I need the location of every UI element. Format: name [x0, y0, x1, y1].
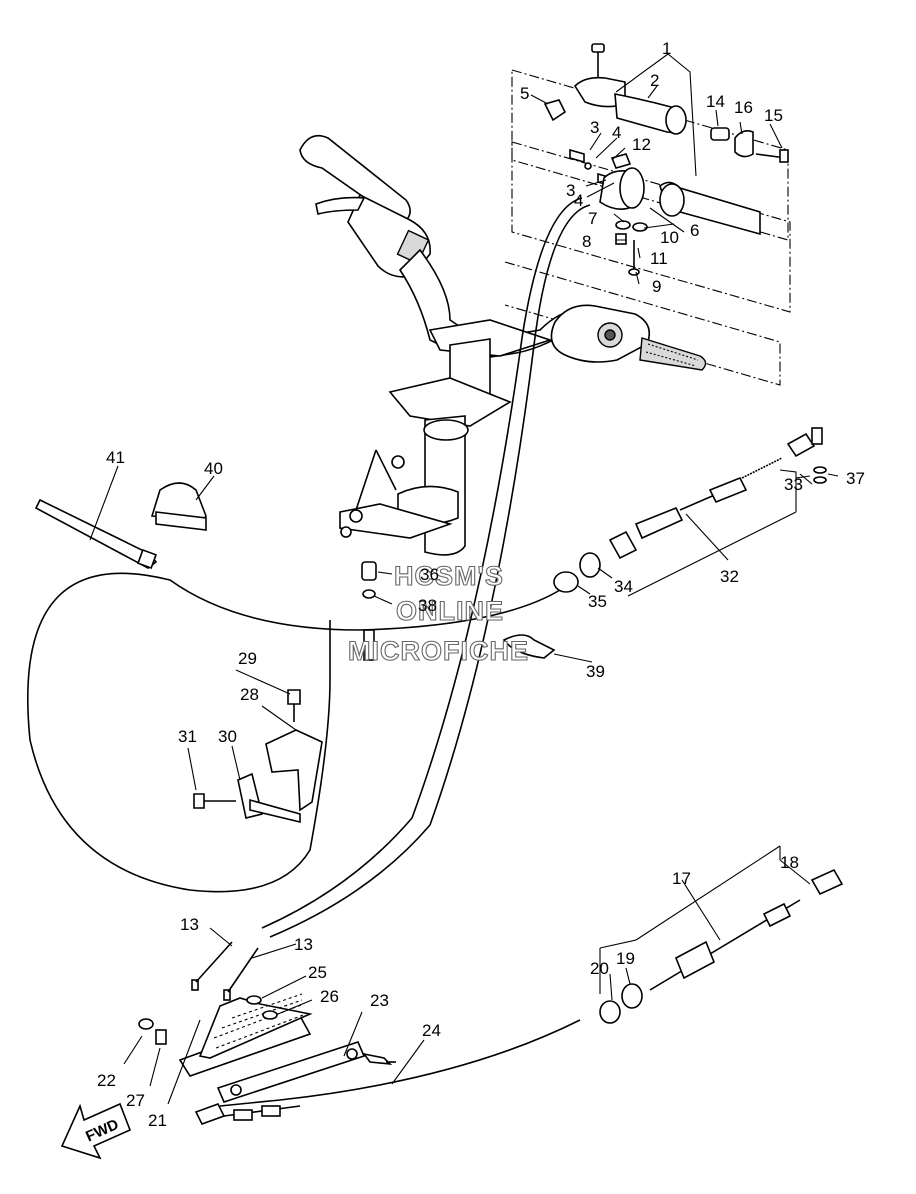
callout-21: 21 — [148, 1111, 167, 1130]
callout-18: 18 — [780, 853, 799, 872]
callout-23: 23 — [370, 991, 389, 1010]
watermark: HCSM'S ONLINE MICROFICHE — [347, 560, 529, 666]
callout-20: 20 — [590, 959, 609, 978]
callout-13-right: 13 — [294, 935, 313, 954]
callout-3-lower: 3 — [566, 181, 575, 200]
callout-11: 11 — [650, 249, 668, 268]
watermark-line-2: ONLINE — [396, 596, 504, 626]
watermark-line-3: MICROFICHE — [348, 636, 529, 666]
callout-28: 28 — [240, 685, 259, 704]
callout-4-lower: 4 — [574, 191, 583, 210]
handlebar-assembly — [339, 248, 622, 556]
callout-33: 33 — [784, 475, 803, 494]
watermark-line-1: HCSM'S — [394, 561, 504, 591]
callout-9: 9 — [652, 277, 661, 296]
bracket-parts — [193, 689, 323, 824]
callout-5: 5 — [520, 84, 529, 103]
callout-15: 15 — [764, 106, 783, 125]
callout-39: 39 — [586, 662, 605, 681]
callout-1: 1 — [662, 39, 671, 58]
callout-13-left: 13 — [180, 915, 199, 934]
callout-32: 32 — [720, 567, 739, 586]
fwd-arrow: FWD — [60, 1102, 132, 1160]
callout-36: 36 — [420, 565, 439, 584]
shift-cable-parts — [599, 868, 844, 1024]
callout-30: 30 — [218, 727, 237, 746]
callout-14: 14 — [706, 92, 725, 111]
callout-7: 7 — [588, 209, 597, 228]
callout-40: 40 — [204, 459, 223, 478]
callout-12: 12 — [632, 135, 651, 154]
callout-16: 16 — [734, 98, 753, 117]
callout-19: 19 — [616, 949, 635, 968]
cable-end-parts — [361, 561, 377, 661]
callout-35: 35 — [588, 592, 607, 611]
callout-2: 2 — [650, 71, 659, 90]
callout-3-upper: 3 — [590, 118, 599, 137]
clamp-and-tie — [34, 482, 207, 569]
leader-lines — [89, 53, 839, 1105]
cable-routing — [26, 197, 591, 1107]
callout-38: 38 — [418, 596, 437, 615]
callout-37: 37 — [846, 469, 865, 488]
callout-8: 8 — [582, 232, 591, 251]
callout-31: 31 — [178, 727, 197, 746]
callout-34: 34 — [614, 577, 633, 596]
callout-labels: 1 2 3 4 3 4 5 6 7 8 9 10 11 12 13 13 14 … — [97, 39, 865, 1130]
throttle-cable-parts — [502, 427, 827, 659]
throttle-parts — [543, 43, 789, 276]
callout-29: 29 — [238, 649, 257, 668]
callout-4-upper: 4 — [612, 123, 621, 142]
callout-41: 41 — [106, 448, 125, 467]
callout-26: 26 — [320, 987, 339, 1006]
callout-25: 25 — [308, 963, 327, 982]
right-grip-assembly — [550, 304, 707, 371]
callout-22: 22 — [97, 1071, 116, 1090]
callout-27: 27 — [126, 1091, 145, 1110]
left-grip-assembly — [299, 134, 431, 278]
callout-24: 24 — [422, 1021, 441, 1040]
callout-6: 6 — [690, 221, 699, 240]
lower-bracket-parts — [138, 941, 396, 1125]
callout-10: 10 — [660, 228, 679, 247]
callout-17: 17 — [672, 869, 691, 888]
